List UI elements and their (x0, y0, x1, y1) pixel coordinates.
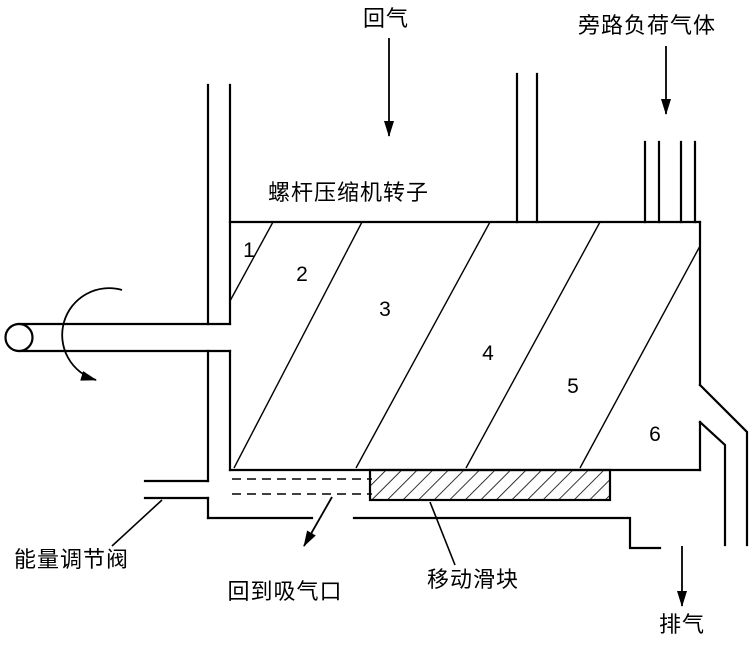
return-to-suction-arrow (303, 496, 333, 547)
bypass-ports (643, 46, 697, 224)
slide-valve-dashed-position (232, 478, 372, 495)
rotor-housing (228, 220, 702, 472)
section-number-5: 5 (567, 375, 579, 398)
shaft-lines (17, 322, 232, 353)
slide-block-leader-line (429, 501, 456, 566)
bypass-port-right-walls (679, 140, 697, 224)
section-dividers (229, 221, 701, 469)
label-energy-regulating-valve: 能量调节阀 (14, 547, 129, 572)
bypass-port-left-walls (643, 140, 661, 224)
section-divider-3 (355, 221, 491, 469)
section-divider-2 (233, 221, 363, 469)
label-discharge: 排气 (659, 612, 705, 637)
section-divider-5 (579, 245, 701, 469)
shaft-end-circle (4, 322, 34, 353)
section-divider-1 (229, 221, 274, 302)
bottom-housing (206, 496, 662, 550)
discharge-pipe-inner-wall (698, 420, 727, 547)
return-pipe-walls (515, 72, 539, 224)
discharge-pipe (677, 383, 749, 607)
energy-valve-leader-line (111, 499, 163, 547)
label-moving-slide-block: 移动滑块 (427, 567, 519, 592)
energy-valve-pipe-walls (143, 479, 210, 500)
label-rotor-caption: 螺杆压缩机转子 (268, 180, 429, 205)
section-number-4: 4 (482, 342, 494, 365)
drive-shaft (4, 287, 232, 381)
discharge-pipe-outer-wall (698, 383, 749, 547)
label-bypass-load-gas: 旁路负荷气体 (578, 13, 716, 38)
return-gas-pipe (384, 38, 539, 224)
section-number-6: 6 (649, 423, 661, 446)
suction-channel-bottom-right (352, 516, 662, 550)
slide-block-hatched (368, 468, 612, 502)
left-suction-pipe (206, 83, 232, 520)
moving-slide-block (368, 468, 612, 566)
rotation-arrow (61, 287, 123, 381)
section-divider-4 (465, 221, 601, 469)
section-numbers: 1 2 3 4 5 6 (243, 239, 661, 446)
section-number-3: 3 (379, 298, 391, 321)
energy-valve-pipe (111, 479, 210, 547)
label-return-gas: 回气 (363, 6, 409, 31)
section-number-1: 1 (243, 239, 255, 262)
section-number-2: 2 (296, 263, 308, 286)
label-return-to-suction-port: 回到吸气口 (227, 579, 342, 604)
